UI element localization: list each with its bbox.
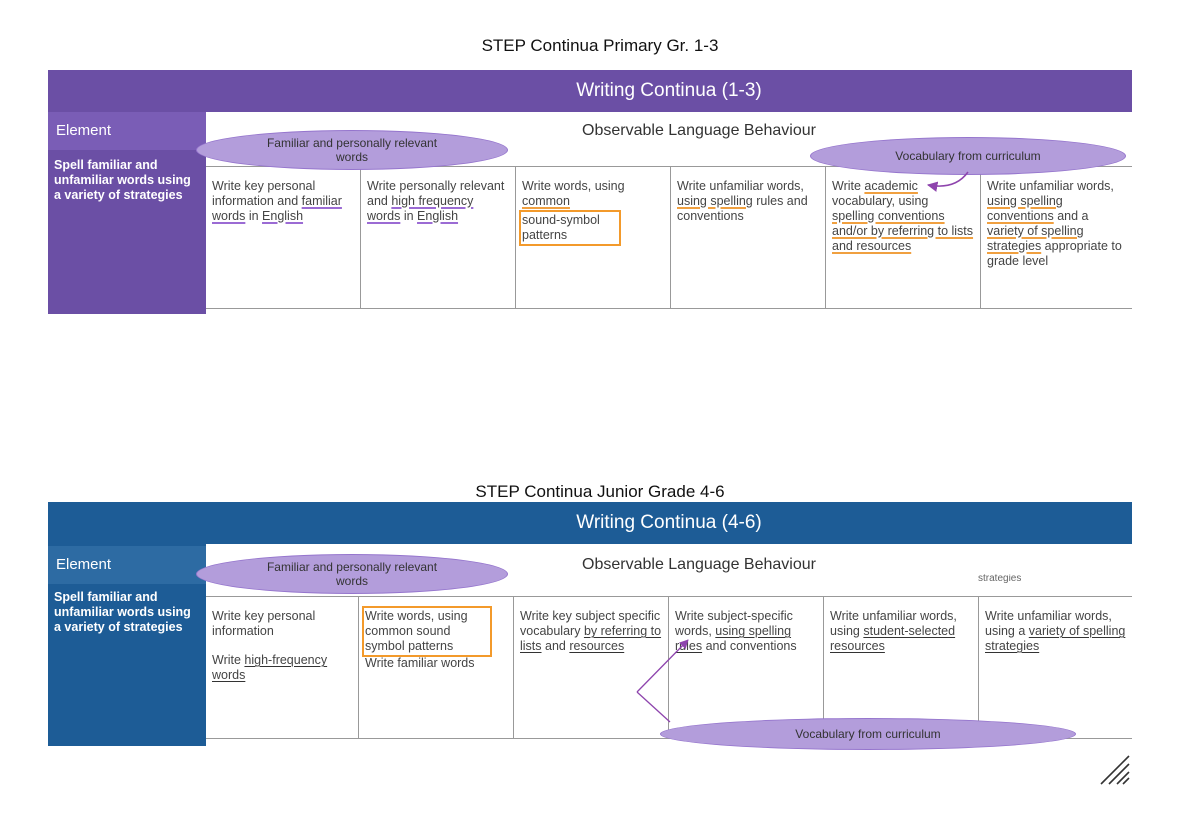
text: Write subject-specific words, (675, 609, 793, 638)
junior-cell-3: Write key subject specific vocabulary by… (513, 597, 668, 739)
text: variety of spelling strategies (987, 224, 1084, 253)
text: Write key subject specific vocabulary (520, 609, 661, 638)
primary-cell-6: Write unfamiliar words, using spelling c… (980, 167, 1132, 309)
junior-cell-4: Write subject-specific words, using spel… (668, 597, 823, 739)
text: by referring to lists (520, 624, 662, 653)
primary-cell-1: Write key personal information and famil… (206, 167, 360, 309)
junior-cut-text: strategies (978, 574, 1022, 583)
text: Write key personal information and (212, 179, 316, 208)
primary-element-label: Element (48, 112, 206, 150)
text: familiar words (212, 194, 342, 223)
primary-oval-familiar: Familiar and personally relevant words (196, 130, 508, 170)
primary-bottom-rule (206, 308, 1132, 309)
junior-side-bar (48, 502, 206, 746)
text: spelling conventions and/or by referring… (832, 209, 974, 253)
text: using spelling (677, 194, 753, 208)
primary-table: Writing Continua (1-3) Element Spell fam… (48, 70, 1132, 314)
junior-olb-label: Observable Language Behaviour (582, 556, 816, 573)
primary-cell-2: Write personally relevant and high frequ… (360, 167, 515, 309)
text: Write personally relevant and (367, 179, 505, 208)
text: in (400, 209, 418, 223)
primary-oval-vocabulary: Vocabulary from curriculum (810, 137, 1126, 175)
primary-element-desc: Spell familiar and unfamiliar words usin… (54, 158, 191, 202)
text: Write (212, 653, 245, 667)
primary-side-bar (48, 70, 206, 314)
text: vocabulary, using (832, 194, 929, 208)
junior-oval-vocabulary: Vocabulary from curriculum (660, 718, 1076, 750)
junior-element-label: Element (48, 546, 206, 584)
junior-cell-1: Write key personal information Write hig… (206, 597, 358, 739)
text: Write words, using common sound symbol p… (365, 609, 468, 653)
text: Write familiar words (365, 656, 475, 670)
junior-element-desc: Spell familiar and unfamiliar words usin… (54, 590, 191, 634)
text: Write (832, 179, 865, 193)
text: and conventions (702, 639, 797, 653)
primary-cells: Write key personal information and famil… (206, 166, 1132, 309)
resize-grip-icon[interactable] (1097, 752, 1131, 786)
primary-cell-4: Write unfamiliar words, using spelling r… (670, 167, 825, 309)
text: student-selected resources (830, 624, 956, 653)
text: Write unfamiliar words, (677, 179, 804, 193)
text: Write words, using (522, 179, 625, 193)
text: common (522, 194, 570, 208)
text: high frequency words (367, 194, 474, 223)
junior-cells: Write key personal information Write hig… (206, 596, 1132, 739)
junior-cell-2: Write words, using common sound symbol p… (358, 597, 513, 739)
text: English (262, 209, 304, 223)
text: rules and conventions (677, 194, 808, 223)
text: Write unfamiliar words, using (830, 609, 957, 638)
text: English (417, 209, 459, 223)
text: using spelling conventions (987, 194, 1063, 223)
text: academic (864, 179, 918, 193)
primary-cell-5: Write academic vocabulary, using spellin… (825, 167, 980, 309)
junior-cell-5: Write unfamiliar words, using student-se… (823, 597, 978, 739)
primary-cell-3: Write words, using common sound-symbol p… (515, 167, 670, 309)
text: sound-symbol patterns (522, 213, 600, 242)
text: high-frequency words (212, 653, 328, 682)
text: Write unfamiliar words, (987, 179, 1114, 193)
text: Write key personal information (212, 609, 316, 638)
junior-banner: Writing Continua (4-6) (206, 502, 1132, 544)
junior-cell-6: Write unfamiliar words, using a variety … (978, 597, 1132, 739)
text: and (541, 639, 570, 653)
text: appropriate to grade level (987, 239, 1122, 268)
text: Write unfamiliar words, using a (985, 609, 1112, 638)
junior-table: Writing Continua (4-6) Element Spell fam… (48, 502, 1132, 746)
text: resources (569, 639, 625, 653)
primary-title: STEP Continua Primary Gr. 1-3 (481, 36, 719, 55)
text: using spelling (715, 624, 792, 638)
text: and a (1053, 209, 1089, 223)
primary-olb-label: Observable Language Behaviour (582, 122, 816, 139)
junior-oval-familiar: Familiar and personally relevant words (196, 554, 508, 594)
text: in (245, 209, 263, 223)
junior-title: STEP Continua Junior Grade 4-6 (475, 482, 725, 501)
primary-banner: Writing Continua (1-3) (206, 70, 1132, 112)
text: variety of spelling strategies (985, 624, 1126, 653)
text: rules (675, 639, 703, 653)
